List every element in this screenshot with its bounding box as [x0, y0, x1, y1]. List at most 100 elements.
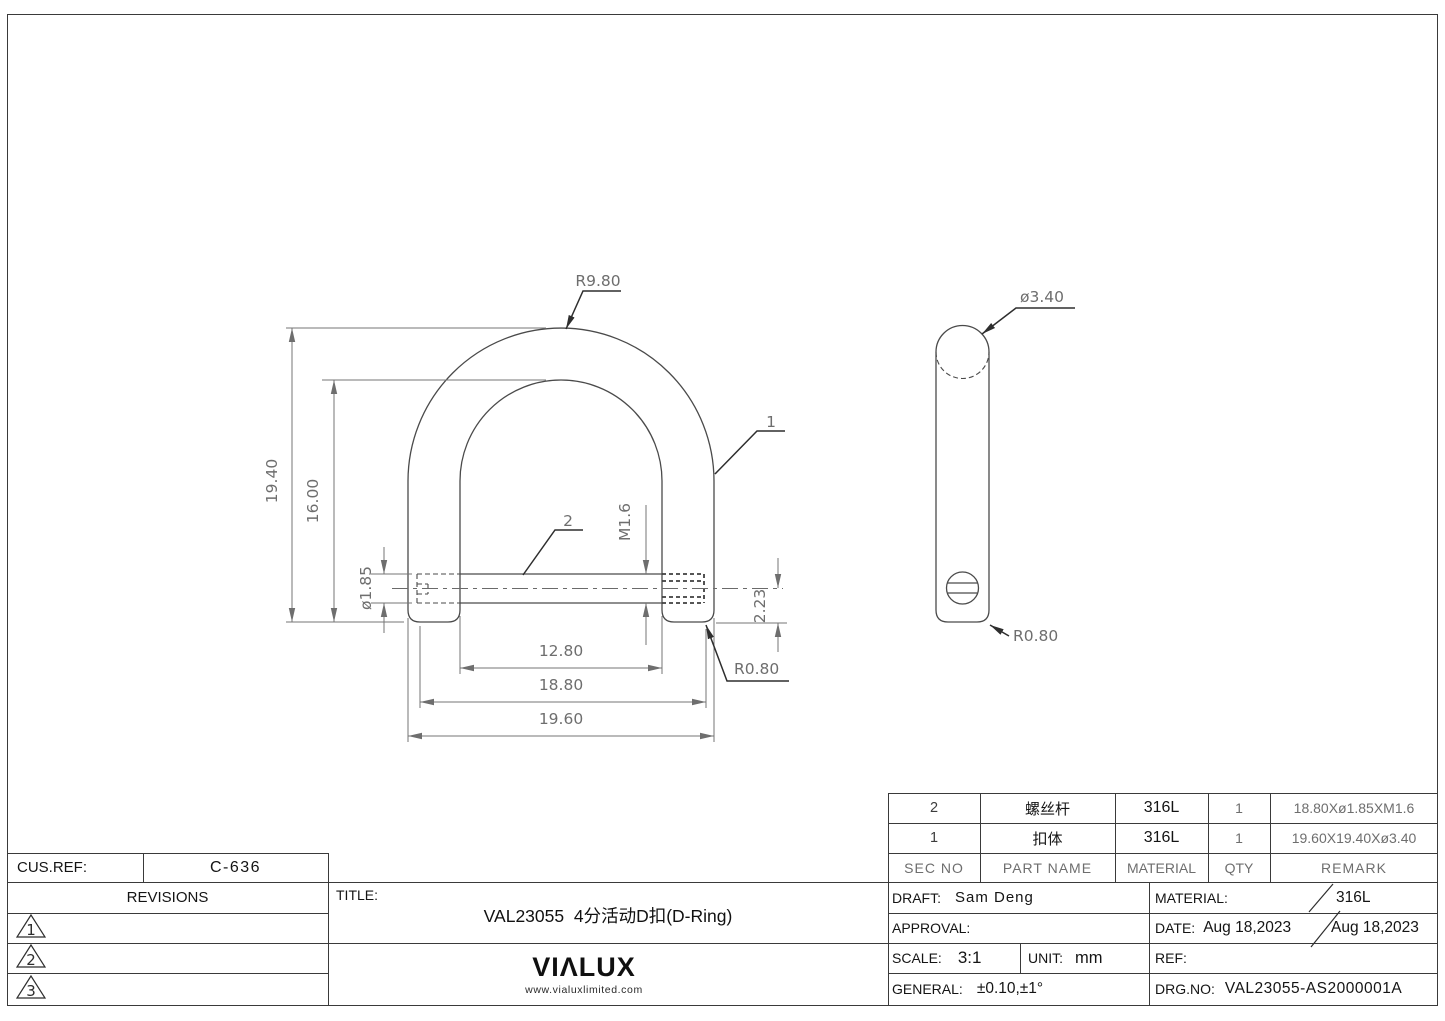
pin-side-top-cap: [935, 324, 990, 353]
drg-no-row: DRG.NO: VAL23055-AS2000001A: [1155, 973, 1435, 1005]
callout-1-leader: [714, 430, 785, 475]
screw-slot-circle: [945, 571, 980, 605]
side-dim-corner-radius: R0.80: [1013, 627, 1058, 645]
date-row: DATE: Aug 18,2023: [1155, 913, 1325, 943]
pin-side-body: [935, 352, 990, 623]
dim-thread: M1.6: [616, 503, 634, 541]
radius-leader: [565, 290, 621, 330]
titleblock-line: [328, 853, 329, 1006]
unit-row: UNIT: mm: [1028, 943, 1146, 973]
parts-row-sec: 2: [929, 800, 939, 816]
titleblock-line: [7, 882, 1438, 883]
parts-header-remark: REMARK: [1321, 859, 1387, 876]
date-label: DATE:: [1155, 920, 1196, 936]
dim-pin-diameter: ø1.85: [357, 566, 375, 610]
titleblock-line: [1020, 943, 1021, 973]
vialux-logo: VIΛLUX: [532, 952, 636, 982]
dim-pin-length: 18.80: [539, 676, 583, 694]
unit-label: UNIT:: [1028, 950, 1063, 966]
titleblock-line: [888, 913, 1438, 914]
svg-text:1: 1: [26, 921, 36, 939]
side-corner-radius-leader: [989, 624, 1010, 637]
parts-table-line: [1270, 793, 1271, 882]
ref-label: REF:: [1155, 950, 1187, 966]
draft-value: Sam Deng: [955, 889, 1034, 906]
title-label: TITLE:: [336, 887, 379, 903]
general-row: GENERAL: ±0.10,±1°: [892, 973, 1147, 1005]
draft-label: DRAFT:: [892, 889, 941, 906]
dim-r-outer: R9.80: [575, 272, 620, 290]
callout-2-leader: [522, 529, 583, 576]
parts-header-material: MATERIAL: [1127, 859, 1196, 876]
frame-right: [1437, 14, 1438, 1006]
frame-left: [7, 14, 8, 1006]
titleblock-line: [888, 973, 1438, 974]
parts-header-sec: SEC NO: [904, 859, 964, 876]
cus-ref-value: C-636: [209, 858, 262, 876]
pin-hidden-left-end: [416, 573, 460, 604]
parts-row-sec: 1: [929, 830, 939, 846]
parts-row-material: 316L: [1143, 799, 1180, 816]
drg-no-label: DRG.NO:: [1155, 981, 1215, 997]
parts-header-qty: QTY: [1224, 859, 1254, 876]
dimension-lines: [288, 328, 782, 740]
revisions-label: REVISIONS: [126, 889, 209, 906]
titleblock-line: [7, 853, 329, 854]
dim-width-inner: 12.80: [539, 642, 583, 660]
unit-value: mm: [1075, 948, 1103, 967]
corner-radius-leader: [705, 624, 789, 682]
parts-row-name: 扣体: [1032, 830, 1063, 848]
parts-row-name: 螺丝杆: [1024, 800, 1070, 818]
cus-ref-label: CUS.REF:: [17, 859, 88, 876]
parts-table-line: [888, 823, 1438, 824]
parts-row-qty: 1: [1235, 800, 1243, 816]
parts-row-material: 316L: [1143, 829, 1180, 846]
general-value: ±0.10,±1°: [976, 980, 1044, 997]
dim-corner-radius: R0.80: [734, 660, 779, 678]
svg-text:2: 2: [26, 951, 36, 969]
titleblock-line: [1149, 882, 1150, 1006]
date-value-2: Aug 18,2023: [1331, 919, 1419, 936]
parts-row-remark: 19.60X19.40Xø3.40: [1291, 830, 1417, 846]
dring-body-outline: [407, 327, 715, 623]
parts-header-name: PART NAME: [1002, 859, 1093, 876]
titleblock-line: [888, 793, 889, 1006]
revision-mark-2: 2: [15, 943, 47, 969]
titleblock-line: [7, 943, 1438, 944]
dim-width-outer: 19.60: [539, 710, 583, 728]
parts-table-line: [888, 793, 1438, 794]
pin-hidden-threads: [662, 573, 705, 604]
frame-top: [7, 14, 1438, 15]
parts-table-line: [980, 793, 981, 882]
parts-table-line: [1115, 793, 1116, 882]
pin-visible-lines: [460, 573, 662, 604]
parts-row-qty: 1: [1235, 830, 1243, 846]
date-value-1: Aug 18,2023: [1203, 919, 1292, 936]
drg-no-value: VAL23055-AS2000001A: [1224, 980, 1403, 997]
approval-label: APPROVAL:: [892, 920, 971, 936]
revision-mark-3: 3: [15, 974, 47, 1000]
general-label: GENERAL:: [892, 981, 963, 997]
material-label: MATERIAL:: [1155, 889, 1228, 906]
frame-bottom: [7, 1005, 1438, 1006]
titleblock-line: [7, 913, 329, 914]
wire-dia-leader: [981, 307, 1075, 335]
screw-slot-lines: [947, 582, 978, 594]
revision-mark-1: 1: [15, 913, 47, 939]
parts-table-line: [888, 853, 1438, 854]
titleblock-line: [143, 853, 144, 883]
scale-label: SCALE:: [892, 950, 942, 966]
parts-table-line: [1208, 793, 1209, 882]
logo-block: VIΛLUX www.vialuxlimited.com: [328, 945, 840, 1003]
titleblock-line: [7, 973, 329, 974]
scale-value: 3:1: [957, 948, 982, 967]
dim-height-inner: 16.00: [304, 479, 322, 523]
callout-2-number: 2: [563, 512, 573, 530]
dim-pin-to-bottom: 2.23: [751, 589, 769, 624]
vialux-url: www.vialuxlimited.com: [525, 984, 643, 996]
witness-lines: [286, 327, 787, 742]
svg-text:3: 3: [26, 982, 36, 1000]
dim-wire-diameter: ø3.40: [1020, 288, 1064, 306]
parts-row-remark: 18.80Xø1.85XM1.6: [1293, 800, 1415, 816]
